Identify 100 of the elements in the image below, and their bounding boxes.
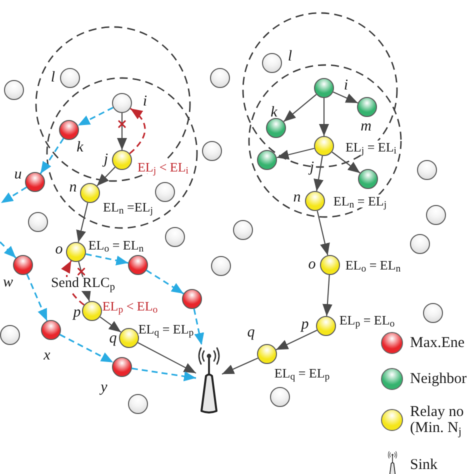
sensor-node	[423, 303, 443, 323]
sensor-node	[257, 344, 277, 364]
energy-level-label: EL$_{p}$ = EL$_{o}$	[339, 314, 395, 326]
dashed-arrow	[86, 253, 128, 266]
dashed-arrow	[26, 274, 48, 322]
node-letter: l	[50, 70, 56, 86]
node-letter: x	[44, 348, 50, 364]
energy-level-label: EL$_{o}$ = EL$_{n}$	[345, 258, 401, 272]
energy-level-label: EL$_{q}$ = EL$_{p}$	[138, 322, 194, 336]
node-letter: k	[270, 106, 278, 120]
sensor-node	[358, 169, 378, 189]
arrow	[332, 92, 358, 104]
node-letter: n	[69, 180, 77, 196]
legend-label: Neighbor	[410, 371, 467, 387]
sensor-node	[202, 141, 222, 161]
sensor-node	[314, 78, 334, 98]
sensor-node	[112, 93, 132, 113]
sensor-node	[165, 227, 185, 247]
arrow	[138, 342, 196, 374]
arrow	[322, 274, 332, 316]
sensor-node	[80, 183, 100, 203]
node-letter: y	[100, 380, 108, 396]
node-letter: q	[247, 326, 255, 340]
node-letter: q	[109, 332, 117, 346]
node-letter: o	[55, 242, 63, 258]
dashed-arrow	[129, 108, 146, 154]
node-letter: j	[104, 152, 108, 168]
sensor-node	[233, 220, 253, 240]
legend-label: Sink	[410, 457, 438, 473]
edge-label: Send RLC$_{p}$	[51, 277, 115, 291]
arrow	[319, 98, 329, 136]
node-letter: u	[14, 168, 22, 182]
sensor-node	[128, 255, 148, 275]
sensor-node	[316, 316, 336, 336]
node-letter: w	[3, 276, 13, 290]
sensor-node	[211, 256, 231, 276]
node-letter: i	[142, 94, 148, 110]
arrow	[314, 156, 324, 192]
node-letter: n	[293, 190, 301, 206]
sensor-node	[112, 357, 132, 377]
sensor-node	[266, 118, 286, 138]
sensor-node	[119, 328, 139, 348]
node-letter: k	[76, 140, 84, 156]
dashed-arrow	[132, 368, 196, 382]
node-letter: p	[301, 318, 309, 332]
sensor-node	[410, 234, 430, 254]
energy-level-label: EL$_{q}$ = EL$_{p}$	[274, 366, 330, 380]
node-letter: j	[310, 160, 314, 176]
dashed-arrow	[78, 106, 114, 126]
sensor-node	[112, 150, 132, 170]
sensor-node	[155, 182, 175, 202]
arrow	[100, 316, 122, 333]
dashed-arrow	[0, 186, 27, 204]
dashed-arrow	[0, 241, 16, 258]
sensor-node	[210, 68, 230, 88]
node-letter: i	[344, 78, 348, 94]
legend-label: Relay no (Min. N$_{j}$	[410, 404, 465, 436]
sensor-node	[262, 53, 282, 73]
energy-level-label: EL$_{o}$ = EL$_{n}$	[88, 238, 144, 252]
node-letter: p	[73, 306, 81, 320]
sensor-node	[13, 255, 33, 275]
antenna-tower	[196, 345, 222, 415]
sensor-node	[25, 172, 45, 192]
energy-level-label: EL$_{j}$ < EL$_{i}$	[137, 160, 189, 174]
sensor-node	[426, 205, 446, 225]
sensor-node	[320, 255, 340, 275]
arrow	[276, 330, 318, 350]
arrow	[76, 202, 88, 242]
dashed-arrow	[40, 138, 64, 174]
node-letter: l	[288, 50, 292, 64]
sensor-node	[314, 136, 334, 156]
energy-level-label: EL$_{p}$ < EL$_{o}$	[102, 300, 158, 312]
arrow	[316, 210, 330, 256]
sensor-node	[417, 160, 437, 180]
arrow	[222, 358, 258, 375]
sensor-node	[60, 68, 80, 88]
arrow	[117, 113, 127, 150]
sensor-node	[41, 320, 61, 340]
arrow	[96, 166, 116, 186]
arrow	[332, 152, 360, 174]
sensor-node	[305, 191, 325, 211]
arrow	[276, 148, 314, 160]
dashed-arrow	[146, 270, 184, 294]
legend-label: Max.Ene	[410, 335, 465, 351]
energy-level-label: EL$_{n}$ =EL$_{j}$	[103, 200, 153, 214]
sensor-node	[257, 150, 277, 170]
sensor-node	[28, 212, 48, 232]
dashed-arrow	[60, 334, 114, 364]
dashed-arrow	[193, 308, 204, 346]
sensor-node	[4, 80, 24, 100]
arrow	[283, 94, 317, 122]
sensor-node	[82, 301, 102, 321]
node-letter: o	[308, 258, 316, 272]
sensor-node	[59, 120, 79, 140]
node-letter: m	[360, 120, 372, 134]
energy-level-label: EL$_{n}$ = EL$_{j}$	[333, 194, 387, 208]
sensor-node	[357, 97, 377, 117]
sensor-node	[66, 242, 86, 262]
sensor-node	[182, 289, 202, 309]
sensor-node	[0, 325, 20, 345]
